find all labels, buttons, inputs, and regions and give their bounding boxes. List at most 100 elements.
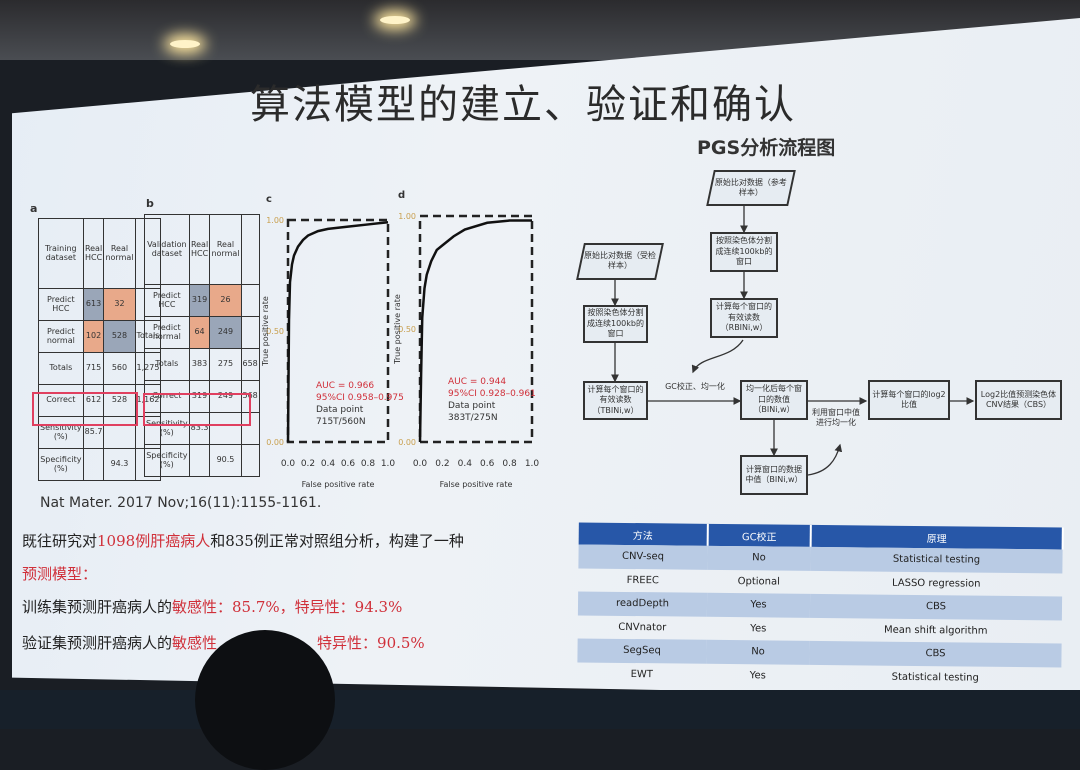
panel-a-label: a bbox=[30, 202, 38, 215]
table-cell: LASSO regression bbox=[891, 577, 981, 590]
x-tick-label: 0.0 bbox=[281, 459, 296, 469]
table-cell: Statistical testing bbox=[810, 546, 1063, 574]
roc-annotation: Data point bbox=[316, 405, 364, 415]
y-tick-label: 0.00 bbox=[398, 438, 416, 447]
x-axis-label: False positive rate bbox=[302, 480, 375, 489]
table-cell bbox=[240, 444, 260, 477]
x-tick-label: 0.8 bbox=[502, 459, 517, 469]
x-tick-label: 0.6 bbox=[341, 459, 356, 469]
cnv-result-node: Log2比值预测染色体CNV结果（CBS） bbox=[975, 380, 1062, 420]
table-cell: Sensitivity (%) bbox=[144, 412, 190, 445]
table-cell: Predict HCC bbox=[38, 288, 84, 321]
node-label: 原始比对数据（参考样本） bbox=[715, 177, 787, 197]
roc-annotation: 95%CI 0.928–0.961 bbox=[448, 389, 536, 399]
table-cell: EWT bbox=[630, 668, 654, 680]
table-cell: 613 bbox=[82, 288, 105, 321]
y-axis-label: True positive rate bbox=[261, 296, 270, 367]
roc-annotation: 715T/560N bbox=[316, 417, 366, 427]
panel-label: d bbox=[398, 190, 405, 201]
roc-curve bbox=[418, 219, 532, 443]
median-node: 计算窗口的数据中值（BINi,w） bbox=[740, 455, 808, 495]
x-tick-label: 1.0 bbox=[525, 459, 540, 469]
table-cell: Training dataset bbox=[38, 218, 84, 289]
table-cell: Real HCC bbox=[82, 218, 105, 289]
roc-frame bbox=[418, 214, 534, 444]
table-cell: 715 bbox=[82, 352, 105, 385]
median-norm-label: 利用窗口中值进行均一化 bbox=[812, 408, 860, 428]
table-cell: 102 bbox=[82, 320, 105, 353]
table-cell: Totals bbox=[144, 348, 190, 381]
flowchart-title: PGS分析流程图 bbox=[697, 137, 836, 159]
text: 验证集预测肝癌病人的 bbox=[22, 634, 173, 652]
sensitivity-highlight bbox=[143, 393, 251, 426]
column-header: 原理 bbox=[810, 524, 1063, 550]
stage-floor bbox=[0, 690, 1080, 729]
y-tick-label: 0.00 bbox=[266, 438, 284, 447]
roc-annotation: Data point bbox=[448, 401, 496, 411]
text: 和835例正常对照组分析，构建了一种 bbox=[210, 532, 464, 550]
x-tick-label: 1.0 bbox=[381, 459, 396, 469]
ref-count-node: 计算每个窗口的有效读数（RBINi,w） bbox=[710, 298, 778, 338]
y-tick-label: 0.50 bbox=[266, 327, 284, 336]
column-header: GC校正 bbox=[707, 523, 811, 547]
x-tick-label: 0.2 bbox=[301, 459, 315, 469]
highlight: 1098例肝癌病人 bbox=[97, 532, 211, 550]
roc-annotation: 95%CI 0.958–0.975 bbox=[316, 393, 404, 403]
roc-curve bbox=[286, 220, 389, 443]
summary-line-4: 验证集预测肝癌病人的敏感性特异性：90.5% bbox=[22, 632, 425, 653]
table-cell: Predict normal bbox=[38, 320, 84, 353]
table-cell: CBS bbox=[809, 640, 1062, 668]
x-tick-label: 0.2 bbox=[435, 459, 449, 469]
table-cell: 64 bbox=[188, 316, 211, 349]
table-cell: 32 bbox=[103, 288, 136, 321]
test-count-node: 计算每个窗口的有效读数（TBINi,w） bbox=[583, 381, 648, 420]
table-cell: No bbox=[706, 639, 810, 665]
table-cell: Real normal bbox=[209, 214, 242, 285]
x-tick-label: 0.4 bbox=[458, 459, 473, 469]
highlight: 特异性：90.5% bbox=[317, 634, 425, 652]
text: 训练集预测肝癌病人的 bbox=[22, 598, 173, 616]
table-cell: 249 bbox=[209, 316, 242, 349]
y-tick-label: 1.00 bbox=[266, 216, 284, 225]
table-cell: SegSeq bbox=[577, 638, 707, 664]
table-cell: Yes bbox=[750, 623, 767, 635]
x-axis-label: False positive rate bbox=[440, 480, 513, 489]
table-cell: 26 bbox=[209, 284, 242, 317]
roc-annotation: AUC = 0.944 bbox=[448, 377, 506, 387]
ref-input-node: 原始比对数据（参考样本） bbox=[706, 170, 796, 206]
flowchart-arrows bbox=[611, 206, 975, 476]
table-cell: Sensitivity (%) bbox=[38, 416, 84, 449]
column-header: 方法 bbox=[578, 522, 708, 546]
table-cell: readDepth bbox=[577, 591, 708, 617]
test-input-node: 原始比对数据（受检样本） bbox=[576, 243, 664, 280]
citation: Nat Mater. 2017 Nov;16(11):1155-1161. bbox=[40, 495, 322, 511]
table-cell: Specificity (%) bbox=[144, 444, 190, 477]
table-cell: Validation dataset bbox=[144, 214, 190, 285]
normalized-node: 均一化后每个窗口的数值（BINi,w） bbox=[740, 380, 808, 420]
summary-line-1: 既往研究对1098例肝癌病人和835例正常对照组分析，构建了一种 bbox=[22, 530, 464, 551]
y-tick-label: 1.00 bbox=[398, 212, 416, 221]
table-row: Specificity (%)90.5 bbox=[144, 444, 260, 477]
table-cell: CBS bbox=[809, 593, 1063, 621]
test-split-node: 按照染色体分割成连续100kb的窗口 bbox=[583, 305, 648, 343]
roc-annotation: AUC = 0.966 bbox=[316, 381, 374, 391]
table-cell: FREEC bbox=[626, 574, 659, 587]
ref-split-node: 按照染色体分割成连续100kb的窗口 bbox=[710, 232, 778, 272]
table-cell bbox=[82, 448, 105, 481]
table-cell: 383 bbox=[188, 348, 211, 381]
x-tick-label: 0.6 bbox=[480, 459, 495, 469]
table-cell bbox=[103, 416, 136, 449]
node-label: 原始比对数据（受检样本） bbox=[584, 251, 656, 271]
sensitivity-highlight bbox=[32, 392, 138, 426]
